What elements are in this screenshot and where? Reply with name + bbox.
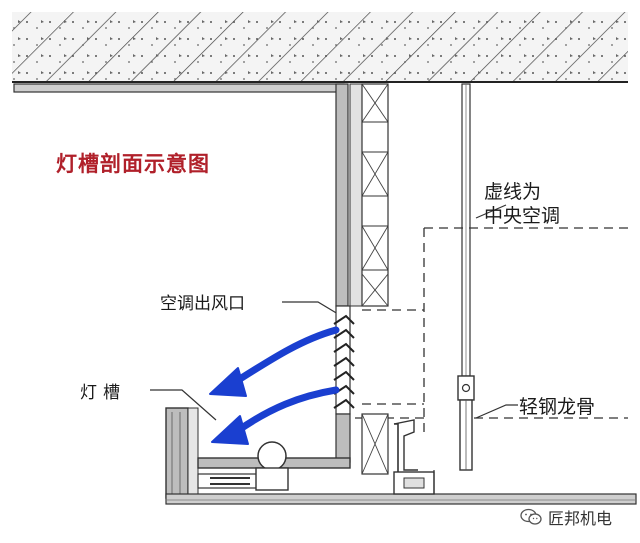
airflow-arrows — [209, 326, 340, 445]
vent-grille — [333, 305, 355, 415]
diagram-title: 灯槽剖面示意图 — [56, 152, 210, 176]
upper-ceiling-board — [13, 83, 345, 93]
lower-wall-board — [335, 413, 389, 475]
dashed-line-note: 虚线为 中央空调 — [484, 180, 560, 228]
leader-lines — [150, 204, 518, 421]
dashed-note-line1: 虚线为 — [484, 181, 542, 203]
lamp-fixture — [255, 441, 289, 491]
keel-label: 轻钢龙骨 — [519, 396, 596, 418]
vent-label: 空调出风口 — [160, 294, 245, 314]
concrete-slab — [12, 12, 628, 83]
brand-name: 匠邦机电 — [548, 509, 613, 528]
keel-profile — [393, 419, 435, 495]
dashed-note-line2: 中央空调 — [484, 205, 561, 227]
vertical-wall-board — [335, 83, 389, 307]
airflow-arrow-lower — [232, 386, 340, 436]
hanger-rod — [457, 83, 475, 471]
brand-watermark: 匠邦机电 — [520, 505, 612, 529]
airflow-arrow-upper — [228, 326, 340, 388]
light-trough-label: 灯槽 — [80, 383, 126, 403]
wechat-icon — [520, 508, 542, 525]
ac-unit-dashed-outline — [340, 227, 628, 436]
